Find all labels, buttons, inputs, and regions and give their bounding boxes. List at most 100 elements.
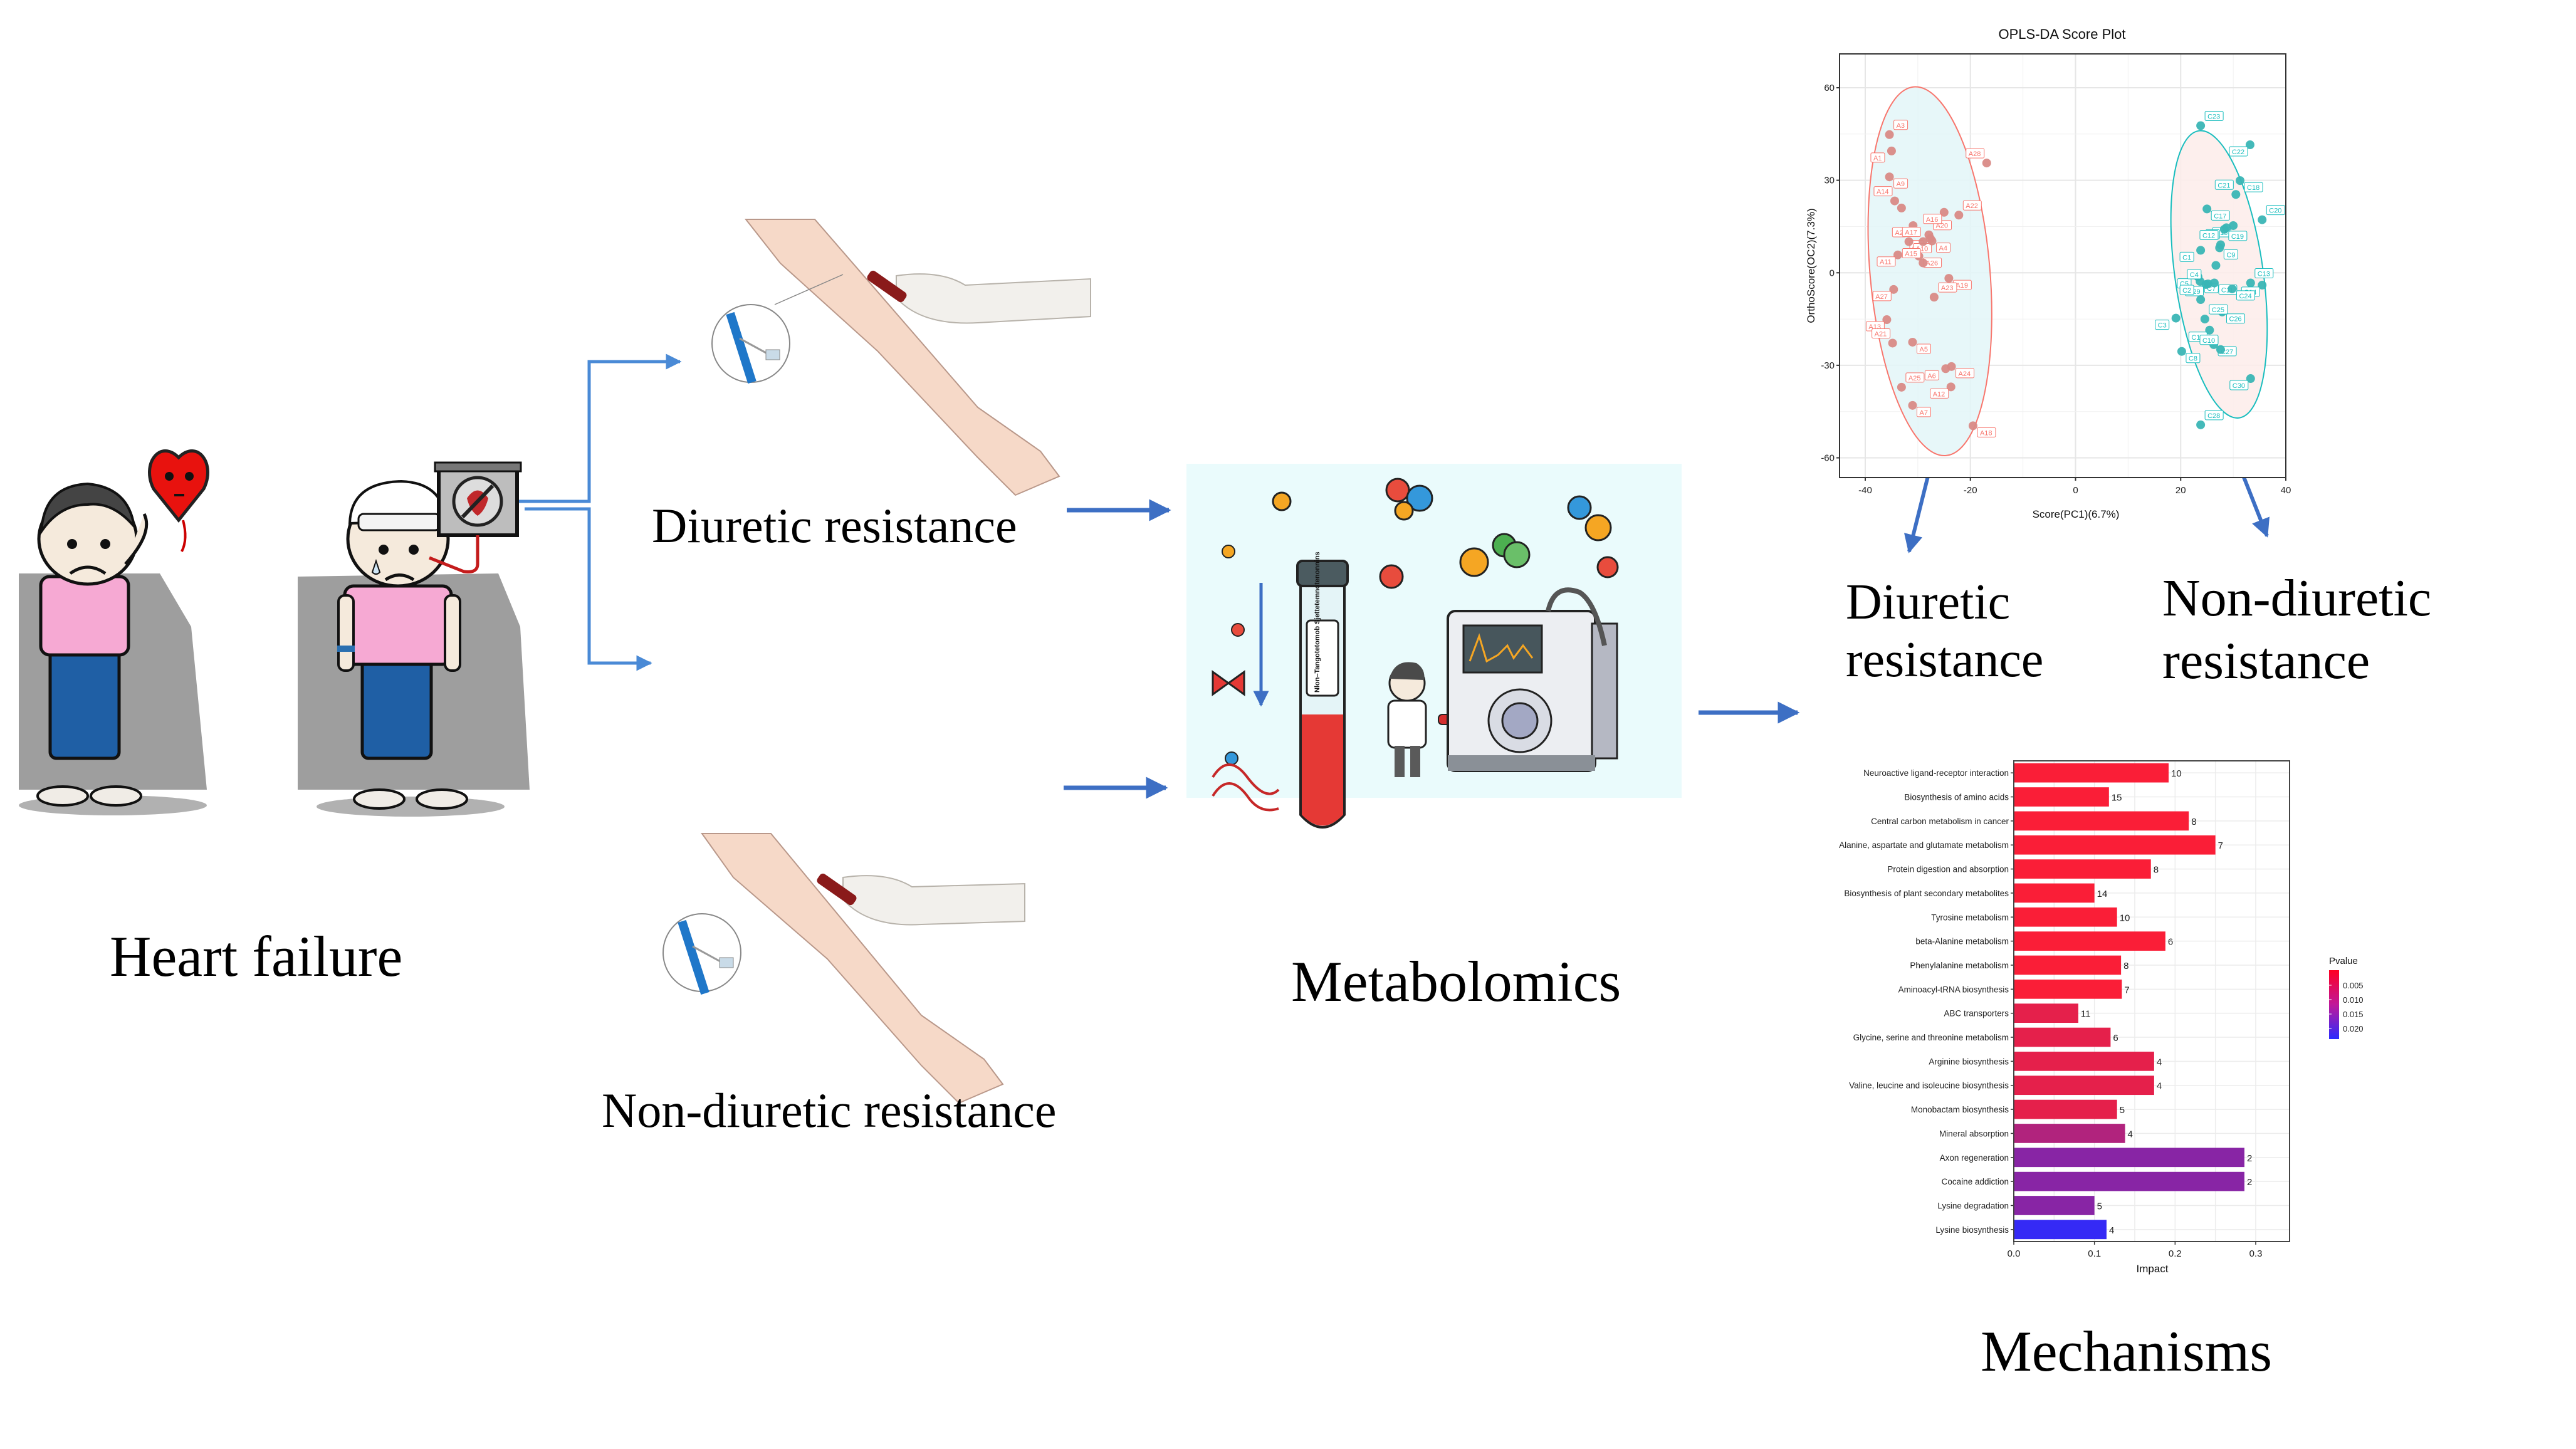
- score-point-label: C13: [2254, 268, 2274, 278]
- score-point-label-box: [1893, 178, 1908, 189]
- score-point-label-text: A2: [1895, 229, 1903, 237]
- pvalue-tick-label: 0.015: [2343, 1010, 2364, 1019]
- pathway-bar: [2014, 859, 2151, 879]
- score-point-label-text: A15: [1905, 251, 1917, 258]
- score-point-label-box: [2179, 285, 2194, 295]
- pathway-bar: [2014, 1148, 2244, 1168]
- opls-da-score-plot: OPLS-DA Score Plot Score(PC1)(6.7%) Orth…: [1805, 26, 2291, 520]
- score-point-label-text: C4: [2190, 271, 2199, 279]
- score-point-A11: [1893, 250, 1903, 259]
- score-point-label-text: A11: [1880, 259, 1892, 266]
- score-plot-ytick-label: 0: [1830, 268, 1835, 278]
- score-plot-title: OPLS-DA Score Plot: [1999, 26, 2126, 42]
- pathway-count-label: 2: [2247, 1177, 2252, 1188]
- score-point-C3: [2171, 313, 2181, 323]
- confidence-ellipse-c: [2170, 130, 2268, 419]
- pathway-bar: [2014, 1027, 2111, 1047]
- score-point-label-text: C9: [2226, 251, 2235, 259]
- score-point-label-text: A23: [1941, 285, 1954, 292]
- score-point-label: A27: [1872, 291, 1892, 301]
- score-point-label-box: [2209, 304, 2228, 315]
- score-point-A28: [1982, 159, 1991, 168]
- score-point-label: A11: [1877, 256, 1896, 267]
- score-point-C1: [2196, 246, 2206, 255]
- score-point-label-text: A18: [1980, 429, 1992, 437]
- pathway-name-label: ABC transporters: [1944, 1009, 2009, 1018]
- score-point-C22: [2245, 140, 2254, 150]
- score-point-label-text: C12: [2202, 232, 2215, 239]
- score-point-C20: [2258, 215, 2267, 224]
- score-point-label-text: A22: [1966, 202, 1978, 210]
- pathway-count-label: 4: [2128, 1129, 2133, 1139]
- score-point-label: A19: [1952, 280, 1972, 290]
- score-point-label: A14: [1873, 186, 1893, 197]
- pathway-bar: [2014, 835, 2216, 855]
- score-point-label: A26: [1923, 258, 1942, 268]
- pathway-bar: [2014, 811, 2189, 831]
- pathway-count-label: 5: [2097, 1201, 2102, 1211]
- pathway-count-label: 8: [2154, 865, 2159, 876]
- score-plot-xtick-label: 0: [2073, 485, 2078, 496]
- score-point-label: C9: [2223, 249, 2238, 259]
- score-point-label-box: [2204, 111, 2224, 122]
- score-point-label: A15: [1902, 248, 1921, 259]
- score-point-label-box: [1870, 152, 1885, 163]
- score-point-label-text: C25: [2212, 306, 2224, 314]
- score-point-label: C26: [2226, 313, 2246, 324]
- score-point-A13: [1882, 315, 1892, 325]
- pathway-count-label: 6: [2168, 937, 2173, 948]
- score-point-A25: [1897, 382, 1906, 392]
- score-point-label: A4: [1936, 243, 1951, 253]
- score-point-label-text: C20: [2269, 207, 2281, 215]
- pathway-count-label: 7: [2218, 840, 2223, 851]
- pathway-bar: [2014, 1052, 2154, 1071]
- score-point-label-text: A27: [1875, 293, 1888, 301]
- score-point-A16: [1939, 207, 1949, 217]
- pathway-name-label: Neuroactive ligand-receptor interaction: [1863, 768, 2009, 778]
- score-point-A7: [1908, 400, 1917, 410]
- scientist-icon: [1387, 662, 1477, 777]
- tube-label-text: Nlon–Tangotetomob Sjettetemnotenonnins: [1314, 552, 1321, 693]
- score-point-label-box: [1916, 343, 1931, 354]
- pathway-name-label: Lysine degradation: [1937, 1201, 2009, 1210]
- score-point-C21: [2231, 190, 2241, 199]
- pathway-bar: [2014, 1196, 2095, 1215]
- score-point-C19: [2219, 224, 2229, 234]
- score-point-label-text: C21: [2217, 182, 2230, 189]
- score-point-label-text: A1: [1873, 155, 1882, 162]
- score-point-label-text: A6: [1927, 372, 1935, 380]
- score-point-A17: [1919, 237, 1928, 246]
- score-point-label-text: C17: [2214, 212, 2226, 220]
- score-point-label-box: [1902, 248, 1921, 259]
- pathway-bar: [2014, 955, 2122, 975]
- score-plot-frame: [1839, 53, 2286, 478]
- score-point-label: C28: [2204, 410, 2224, 421]
- score-point-label-text: A25: [1908, 375, 1921, 382]
- pathway-count-label: 4: [2109, 1225, 2114, 1236]
- score-point-label-text: A7: [1919, 409, 1927, 417]
- pathway-bar: [2014, 883, 2095, 903]
- bar-chart-frame: [2013, 760, 2290, 1242]
- bar-chart-xlabel: Impact: [2136, 1263, 2168, 1275]
- group-label-diuretic-line2: resistance: [1846, 632, 2044, 688]
- score-point-C9: [2215, 243, 2224, 253]
- score-point-label: C25: [2209, 304, 2228, 315]
- score-point-label-text: A19: [1956, 282, 1968, 290]
- pathway-count-label: 10: [2171, 768, 2182, 779]
- score-point-label: C30: [2229, 380, 2249, 390]
- score-point-A1: [1887, 146, 1896, 155]
- pathway-bar: [2014, 1003, 2078, 1023]
- score-plot-ytick-label: 60: [1824, 83, 1835, 93]
- blood-tube-icon: Nlon–Tangotetomob Sjettetemnotenonnins: [1296, 552, 1349, 829]
- score-point-label-text: C28: [2207, 412, 2220, 420]
- score-point-label-text: C2: [2182, 287, 2191, 295]
- score-point-A9: [1885, 172, 1894, 182]
- pathway-name-label: Cocaine addiction: [1942, 1177, 2009, 1186]
- pathway-name-label: Monobactam biosynthesis: [1911, 1105, 2009, 1114]
- pathway-count-label: 8: [2191, 817, 2196, 827]
- patient-2-illustration: [298, 461, 530, 817]
- score-plot-xtick-label: 40: [2281, 485, 2291, 496]
- score-point-A6: [1941, 364, 1950, 374]
- score-point-label-box: [1905, 372, 1925, 383]
